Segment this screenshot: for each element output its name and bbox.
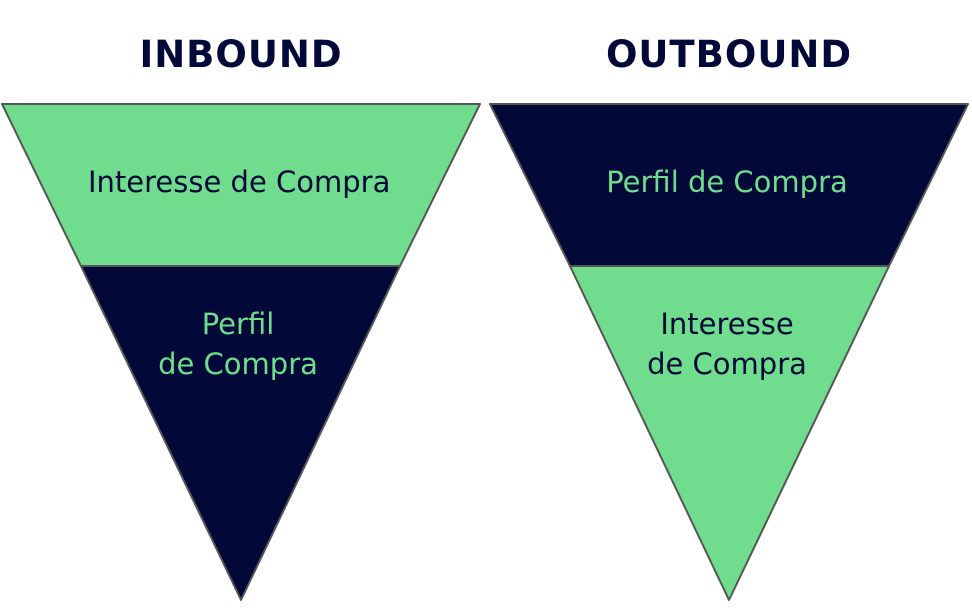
inbound-bottom-label-line-2: de Compra [158,347,318,381]
outbound-bottom-label-line-1: Interesse [660,307,794,341]
outbound-bottom-label: Interesse de Compra [577,304,877,384]
inbound-top-label: Interesse de Compra [88,162,391,202]
outbound-top-label-line-1: Perfil de Compra [606,165,848,199]
inbound-bottom-section [80,265,401,601]
outbound-bottom-section [569,265,890,601]
inbound-title: INBOUND [139,33,343,76]
outbound-bottom-label-line-2: de Compra [647,347,807,381]
outbound-title: OUTBOUND [605,33,853,76]
inbound-top-label-line-1: Interesse de Compra [88,165,391,199]
inbound-bottom-label: Perfil de Compra [88,304,388,384]
inbound-bottom-label-line-1: Perfil [201,307,275,341]
outbound-top-label: Perfil de Compra [577,162,877,202]
